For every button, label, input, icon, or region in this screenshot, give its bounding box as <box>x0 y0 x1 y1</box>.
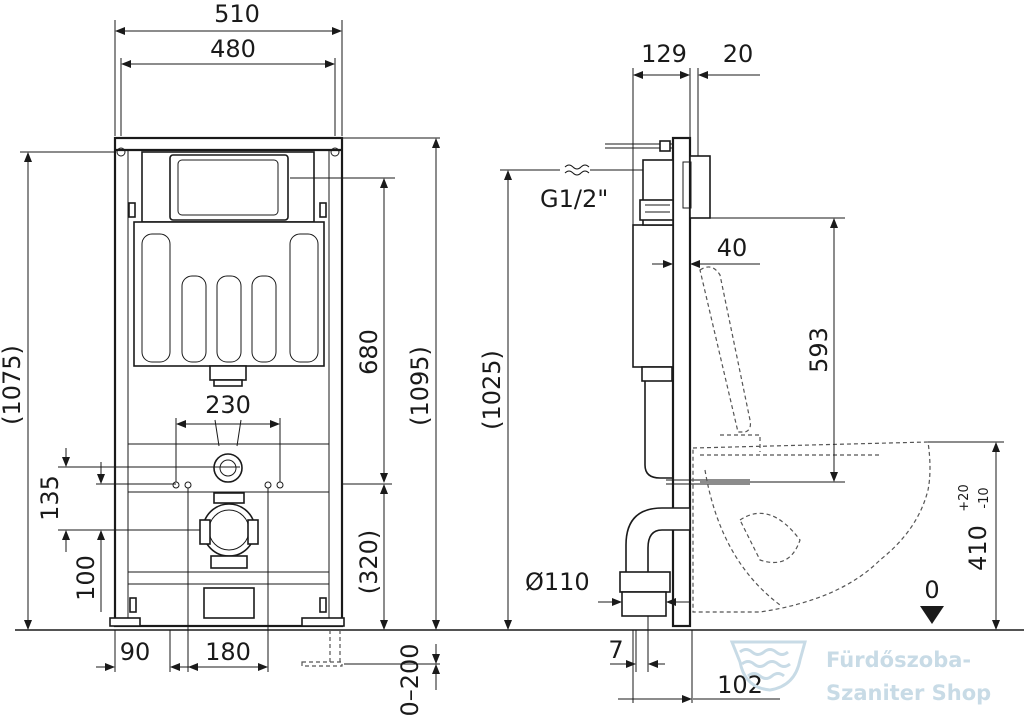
water-inlet <box>213 453 243 483</box>
dim-bowl-tol-minus: -10 <box>977 487 992 508</box>
drain-elbow-side <box>625 507 691 581</box>
flush-plate <box>169 154 289 221</box>
frame-side <box>671 136 692 628</box>
mount-hole-left <box>116 147 126 157</box>
watermark-icon <box>729 640 807 692</box>
dim-depth-40: 40 <box>717 234 748 262</box>
side-view: 129 20 G1/2" 40 593 (1025) Ø110 7 <box>478 40 1004 703</box>
dim-width-inner: 480 <box>210 35 256 63</box>
dim-320: (320) <box>355 530 383 595</box>
water-connection-label: G1/2" <box>540 185 608 213</box>
dim-height-left: (1075) <box>0 345 26 425</box>
watermark-line1: Fürdőszoba- <box>826 648 971 672</box>
floor-zero-marker <box>920 606 944 624</box>
mount-hole-right <box>330 147 340 157</box>
dim-height-593: 593 <box>805 327 833 373</box>
dim-drain-diameter: Ø110 <box>525 568 590 596</box>
dim-90: 90 <box>120 638 151 666</box>
dim-depth-20: 20 <box>723 40 754 68</box>
dim-bowl-height: 410 <box>964 525 992 571</box>
frame-outline <box>113 136 344 628</box>
dim-adjust: 0–200 <box>396 643 424 716</box>
cistern <box>133 221 325 367</box>
watermark-line2: Szaniter Shop <box>826 681 991 705</box>
watermark: Fürdőszoba- Szaniter Shop <box>729 640 991 705</box>
dim-135: 135 <box>36 475 64 521</box>
dim-bowl-tol-plus: +20 <box>957 484 972 511</box>
dim-180: 180 <box>205 638 251 666</box>
drain-pipe-front <box>202 503 256 557</box>
floor-zero-label: 0 <box>924 576 939 604</box>
dim-height-cistern: 680 <box>355 329 383 375</box>
dim-height-1025: (1025) <box>478 350 506 430</box>
front-view: 510 480 (1075) 680 (1095) 230 135 1 <box>0 0 440 717</box>
dim-100: 100 <box>72 555 100 601</box>
wc-bowl-outline <box>692 441 931 613</box>
dim-pipe-spacing: 230 <box>205 391 251 419</box>
cistern-side <box>632 224 674 368</box>
dim-depth-129: 129 <box>641 40 687 68</box>
dim-height-total: (1095) <box>406 346 434 426</box>
dim-width-outer: 510 <box>214 0 260 28</box>
dim-offset-7: 7 <box>608 636 623 664</box>
